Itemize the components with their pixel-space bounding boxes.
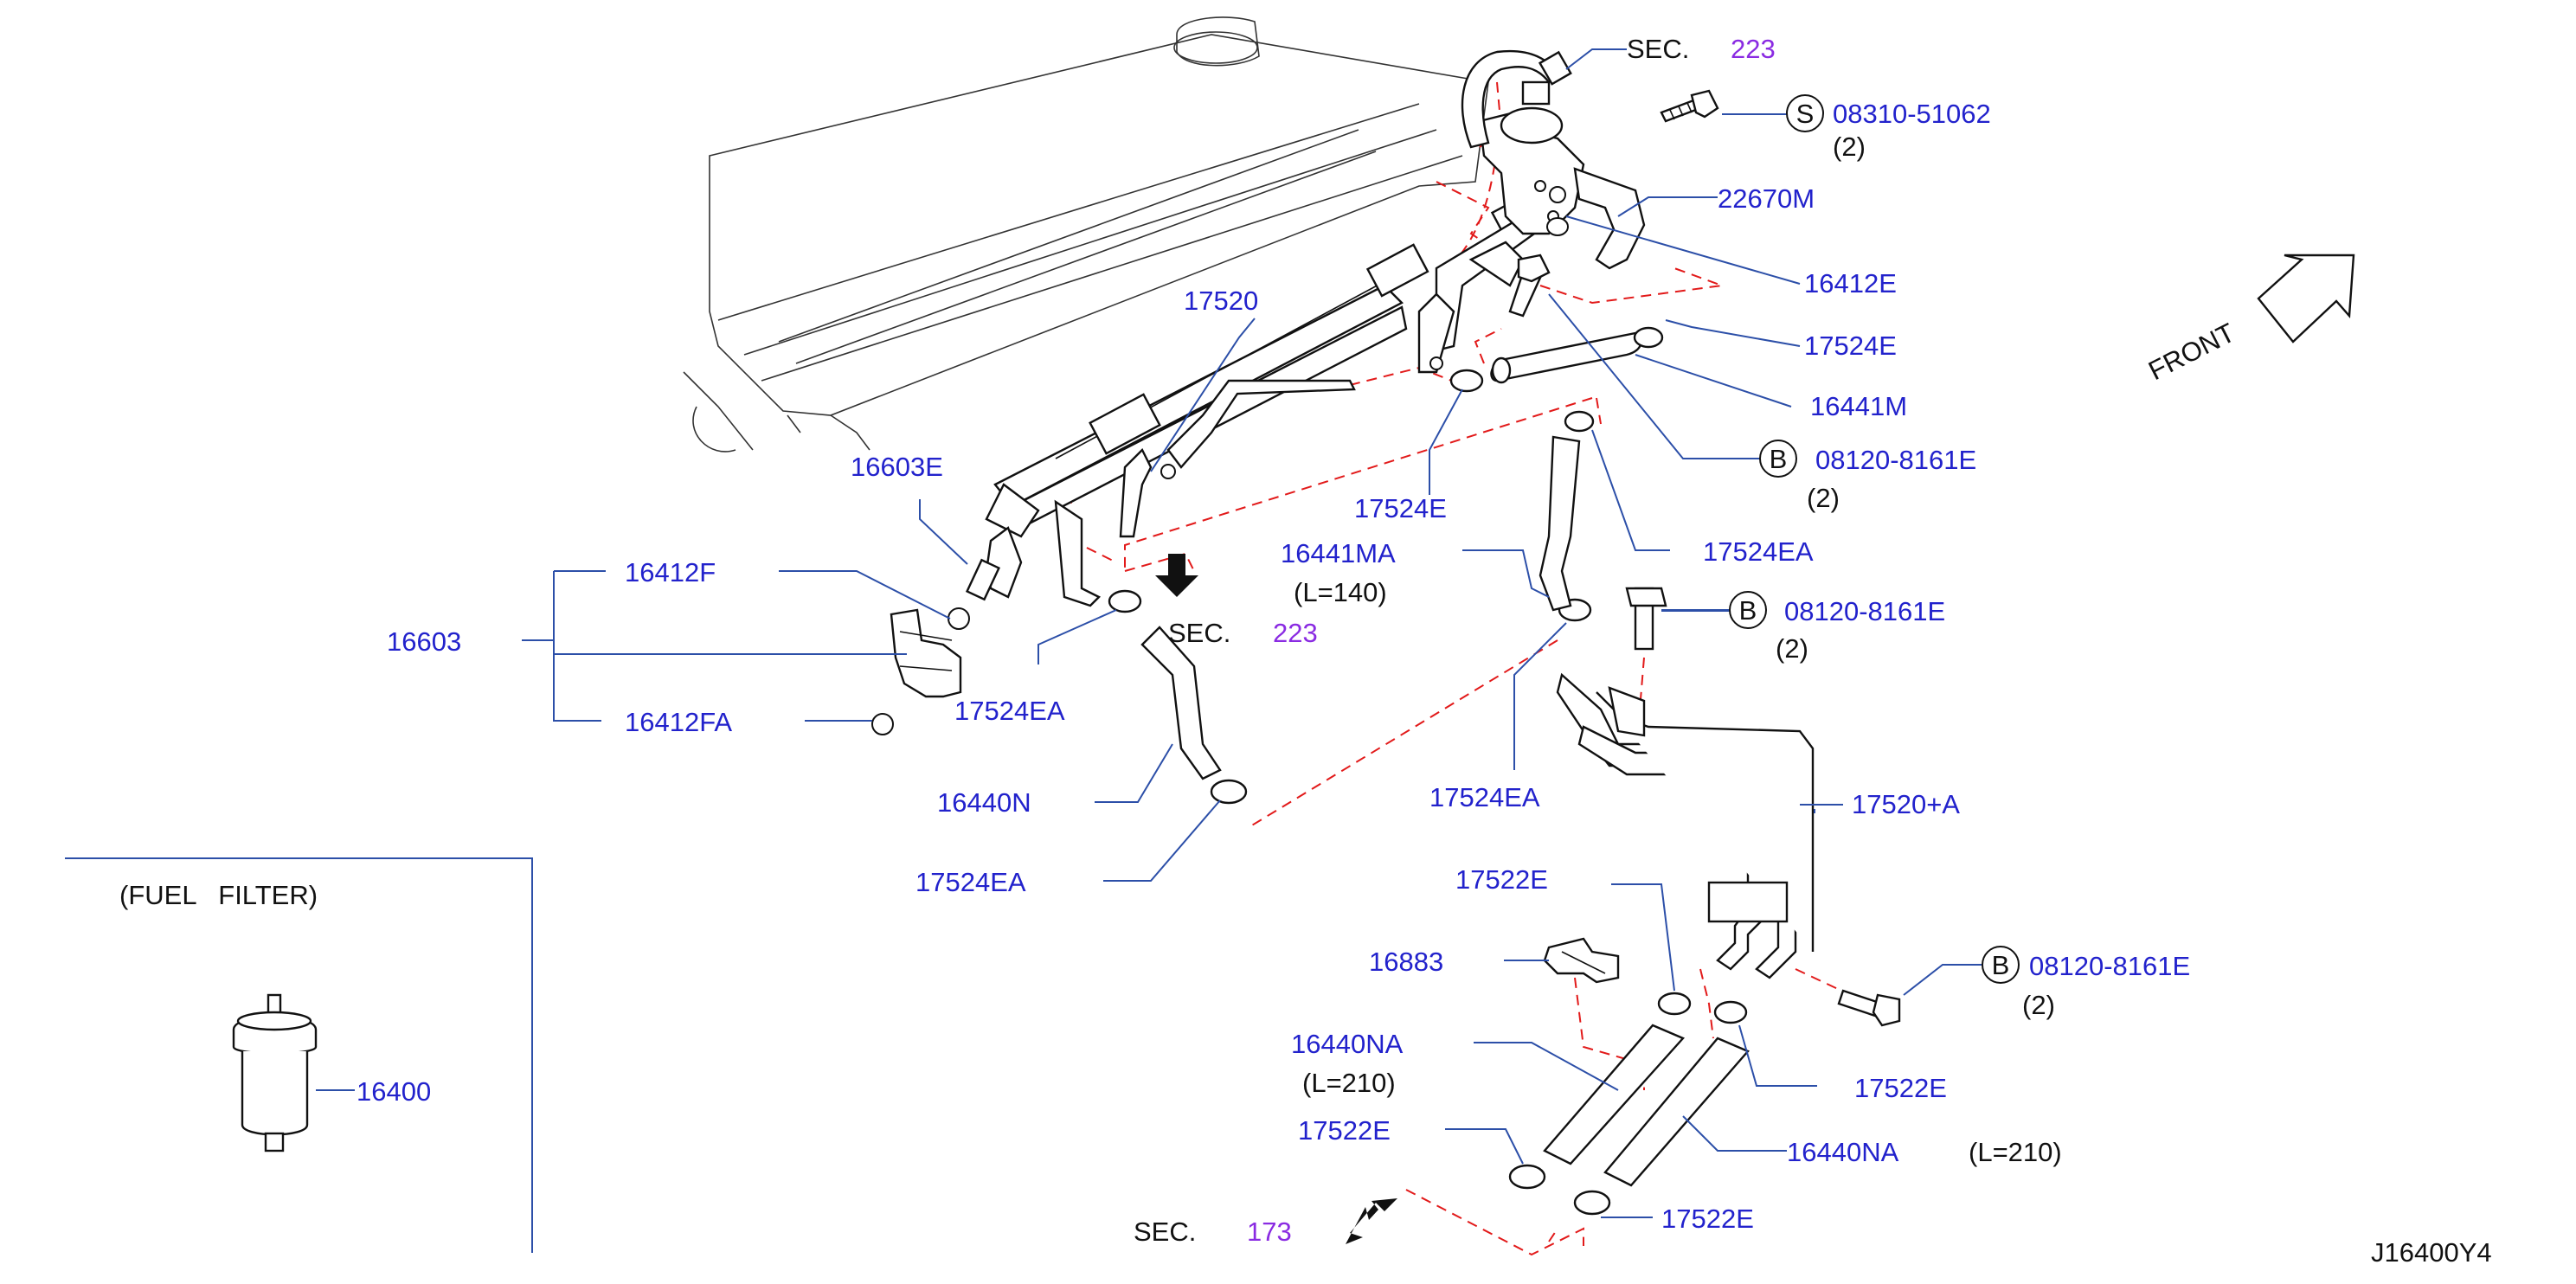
hose-16440NA-left [1543,1024,1686,1165]
bolt-b1-qty: (2) [1807,483,1840,513]
label-16603[interactable]: 16603 [387,626,461,657]
bolt-s-qty: (2) [1833,132,1866,162]
front-arrow-icon [2257,254,2355,343]
label-16440NA-b-length: (L=210) [1969,1137,2062,1167]
screw-s [1660,89,1719,123]
label-16441MA-length: (L=140) [1294,577,1387,607]
diagram-id: J16400Y4 [2371,1237,2492,1268]
bolt-b3-qty: (2) [2022,990,2055,1020]
clip-16883 [1543,937,1620,984]
bolt-b3-code[interactable]: 08120-8161E [2029,951,2190,981]
fuel-filter-box [65,857,533,1253]
label-16441M[interactable]: 16441M [1810,391,1907,421]
sec-173-prefix: SEC. [1134,1217,1196,1247]
label-16441MA[interactable]: 16441MA [1281,538,1396,568]
label-17524EA-c[interactable]: 17524EA [915,867,1026,897]
label-17520A[interactable]: 17520+A [1852,789,1960,819]
bolt-b2 [1625,587,1667,651]
front-label: FRONT [2143,318,2239,387]
sec-223-mid-link[interactable]: 223 [1273,618,1318,648]
label-16603E[interactable]: 16603E [851,452,943,482]
label-17522E-d[interactable]: 17522E [1661,1204,1754,1234]
svg-text:B: B [1992,950,2010,980]
label-16412FA[interactable]: 16412FA [625,707,732,737]
fuel-rail-17520 [985,190,1546,607]
pipe-assy-17520A [1556,672,1815,979]
bolt-symbol-b1: B [1759,440,1797,478]
pressure-regulator-22670M [1478,80,1646,270]
leader-lines [316,48,1982,1218]
label-16440NA-b[interactable]: 16440NA [1787,1137,1899,1167]
label-17524E-b[interactable]: 17524E [1354,493,1447,523]
engine-outline [683,16,1489,453]
sec-223-mid-prefix: SEC. [1168,618,1230,648]
label-22670M[interactable]: 22670M [1718,183,1815,214]
bolt-symbol-b3: B [1982,946,2020,984]
hose-16441MA [1539,435,1581,612]
label-17524EA-b[interactable]: 17524EA [954,696,1065,726]
fuel-injector [871,526,1023,735]
fuel-filter-title: (FUEL FILTER) [119,880,318,910]
label-16412F[interactable]: 16412F [625,557,716,587]
bolt-symbol-b2: B [1729,591,1767,629]
down-arrow-sec223 [1155,554,1198,597]
label-17520[interactable]: 17520 [1184,286,1258,316]
bolt-b2-qty: (2) [1776,633,1808,664]
label-17522E-a[interactable]: 17522E [1455,864,1548,895]
label-16883[interactable]: 16883 [1369,947,1443,977]
label-16440N[interactable]: 16440N [937,787,1031,818]
sec-223-top-prefix: SEC. [1627,34,1689,64]
sec-173-link[interactable]: 173 [1247,1217,1292,1247]
vacuum-hose [1461,49,1572,149]
hose-16441M [1490,331,1642,384]
bolt-b1-code[interactable]: 08120-8161E [1815,445,1976,475]
down-arrow-sec173 [1346,1198,1397,1244]
label-16412E[interactable]: 16412E [1804,268,1897,299]
label-17524E-a[interactable]: 17524E [1804,331,1897,361]
svg-text:S: S [1796,99,1815,129]
sec-223-top-link[interactable]: 223 [1731,34,1776,64]
label-17524EA-d[interactable]: 17524EA [1429,782,1540,812]
bolt-b2-code[interactable]: 08120-8161E [1784,596,1945,626]
label-16400[interactable]: 16400 [357,1076,431,1107]
bolt-symbol-s: S [1786,94,1824,132]
bolt-b1 [1508,254,1551,318]
bolt-b3 [1837,989,1901,1027]
bolt-s-code[interactable]: 08310-51062 [1833,99,1991,129]
svg-text:B: B [1739,595,1757,626]
label-17522E-c[interactable]: 17522E [1298,1115,1391,1146]
label-16440NA-a[interactable]: 16440NA [1291,1029,1404,1059]
hose-16440NA-right [1603,1037,1750,1187]
svg-text:B: B [1770,444,1788,474]
label-16440NA-a-length: (L=210) [1302,1068,1396,1098]
label-17522E-b[interactable]: 17522E [1854,1073,1947,1103]
clamps [1108,326,1748,1216]
label-17524EA-a[interactable]: 17524EA [1703,536,1814,567]
fuel-filter-16400 [232,993,318,1152]
hose-16440N [1140,626,1222,780]
